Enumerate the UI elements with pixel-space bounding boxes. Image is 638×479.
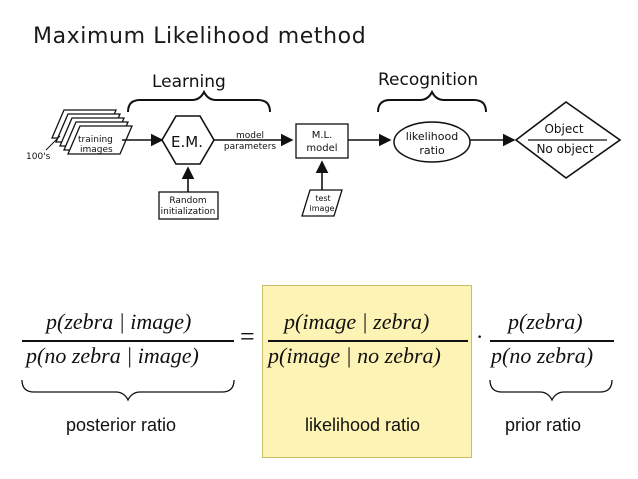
posterior-caption: posterior ratio (66, 415, 177, 435)
model-params-line1: model (236, 131, 264, 141)
decision-no-object: No object (536, 142, 593, 156)
count-pointer (45, 135, 61, 151)
random-init-node (158, 191, 219, 220)
ml-model-line1: M.L. (312, 130, 333, 141)
ml-model-line2: model (306, 143, 337, 154)
likelihood-ratio-node (393, 121, 471, 163)
test-image-node (301, 189, 343, 217)
em-label: E.M. (171, 133, 203, 151)
decision-object: Object (544, 122, 583, 136)
slide-title: Maximum Likelihood method (33, 24, 367, 49)
random-init-line2: initialization (161, 207, 216, 217)
lr-node-line1: likelihood (406, 130, 458, 143)
prior-denominator: p(no zebra) (491, 343, 594, 368)
training-images-stack (51, 109, 133, 155)
times-sign: · (476, 324, 484, 349)
prior-caption: prior ratio (505, 415, 582, 435)
posterior-numerator: p(zebra | image) (46, 309, 192, 334)
recognition-brace (377, 89, 487, 113)
posterior-denominator: p(no zebra | image) (26, 343, 199, 368)
random-init-line1: Random (169, 196, 206, 206)
prior-numerator: p(zebra) (508, 309, 583, 334)
recognition-label: Recognition (378, 70, 478, 90)
likelihood-fraction-bar (268, 340, 468, 342)
posterior-brace (21, 379, 235, 402)
likelihood-highlight-box (262, 285, 472, 458)
model-params-line2: parameters (224, 142, 277, 152)
likelihood-caption: likelihood ratio (305, 415, 421, 435)
prior-brace (489, 379, 613, 402)
learning-brace (127, 89, 271, 113)
training-label-line2: images (80, 145, 113, 155)
lr-node-line2: ratio (419, 144, 445, 157)
test-image-line1: test (315, 194, 330, 203)
test-image-line2: image (310, 204, 335, 213)
equals-sign: = (240, 322, 255, 351)
learning-label: Learning (152, 72, 226, 92)
em-node (161, 115, 215, 165)
likelihood-denominator: p(image | no zebra) (268, 343, 441, 368)
ml-model-node (295, 123, 349, 159)
count-label: 100's (26, 152, 51, 162)
posterior-fraction-bar (22, 340, 234, 342)
likelihood-numerator: p(image | zebra) (284, 309, 430, 334)
training-label-line1: training (78, 135, 113, 145)
prior-fraction-bar (490, 340, 614, 342)
